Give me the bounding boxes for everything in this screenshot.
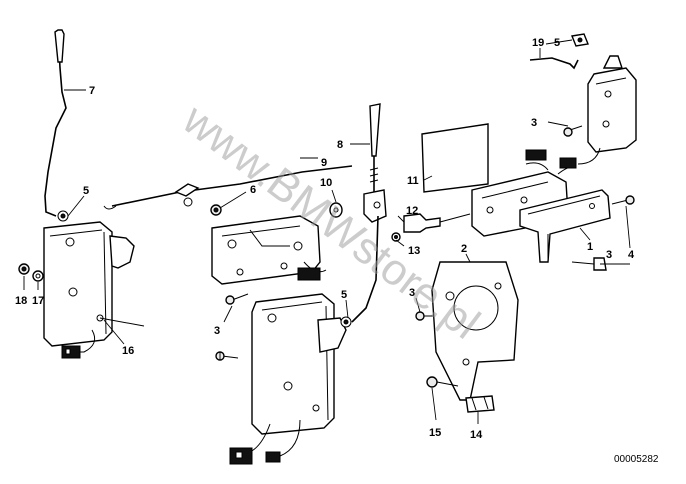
motor-upper xyxy=(211,215,327,285)
clip-part-5-left xyxy=(57,210,69,222)
screw-part-3-upper-left xyxy=(225,293,249,305)
lock-rod-part-7 xyxy=(44,29,67,217)
grommet-part-13 xyxy=(391,232,401,242)
clip-part-5-center xyxy=(340,316,352,328)
screw-part-3-right xyxy=(611,195,635,205)
label-part-5: 5 xyxy=(83,185,89,197)
upper-control-unit xyxy=(559,55,637,169)
mounting-plate-part-2 xyxy=(431,261,519,401)
label-part-4: 4 xyxy=(628,249,635,261)
label-part-17: 17 xyxy=(32,295,44,307)
label-part-5-center: 5 xyxy=(341,289,347,301)
part-number-labels: 7 5 18 17 16 8 9 10 6 5 3 11 12 13 2 3 1… xyxy=(15,37,635,441)
label-part-13: 13 xyxy=(408,245,420,257)
bracket-part-1 xyxy=(519,189,611,263)
clip-part-14 xyxy=(465,395,495,413)
label-part-12: 12 xyxy=(406,205,418,217)
wire-part-19 xyxy=(529,57,579,70)
label-part-1: 1 xyxy=(587,241,593,253)
sleeve-part-10 xyxy=(329,202,343,218)
label-part-3-top: 3 xyxy=(531,117,537,129)
screw-part-15 xyxy=(426,376,459,388)
label-part-16: 16 xyxy=(122,345,134,357)
label-part-5-top: 5 xyxy=(554,37,560,49)
label-part-8: 8 xyxy=(337,139,343,151)
label-part-11: 11 xyxy=(407,175,419,187)
label-part-9: 9 xyxy=(321,157,327,169)
label-part-18: 18 xyxy=(15,295,27,307)
label-part-3-plate: 3 xyxy=(409,287,415,299)
lock-knob-rod-part-8 xyxy=(351,103,387,323)
switch-part-12 xyxy=(403,213,471,233)
leader-lines xyxy=(23,39,631,424)
pad-part-11 xyxy=(421,123,489,193)
label-part-14: 14 xyxy=(470,429,483,441)
screw-part-3-top xyxy=(563,125,583,137)
label-part-7: 7 xyxy=(89,85,95,97)
clip-part-6 xyxy=(183,197,222,216)
label-part-3-right: 3 xyxy=(606,249,612,261)
screw-part-3-lower-left xyxy=(215,351,239,361)
label-part-2: 2 xyxy=(461,243,467,255)
linkage-rod-part-9 xyxy=(103,165,353,210)
actuator-main-lower xyxy=(229,293,347,465)
reference-code: 00005282 xyxy=(614,454,659,465)
actuator-part-16 xyxy=(43,221,145,359)
screw-parts-17-18 xyxy=(18,263,44,282)
label-part-19: 19 xyxy=(532,37,544,49)
label-part-6: 6 xyxy=(250,184,256,196)
clip-part-5-top xyxy=(571,33,589,47)
label-part-3-left: 3 xyxy=(214,325,220,337)
label-part-15: 15 xyxy=(429,427,441,439)
label-part-10: 10 xyxy=(320,177,332,189)
